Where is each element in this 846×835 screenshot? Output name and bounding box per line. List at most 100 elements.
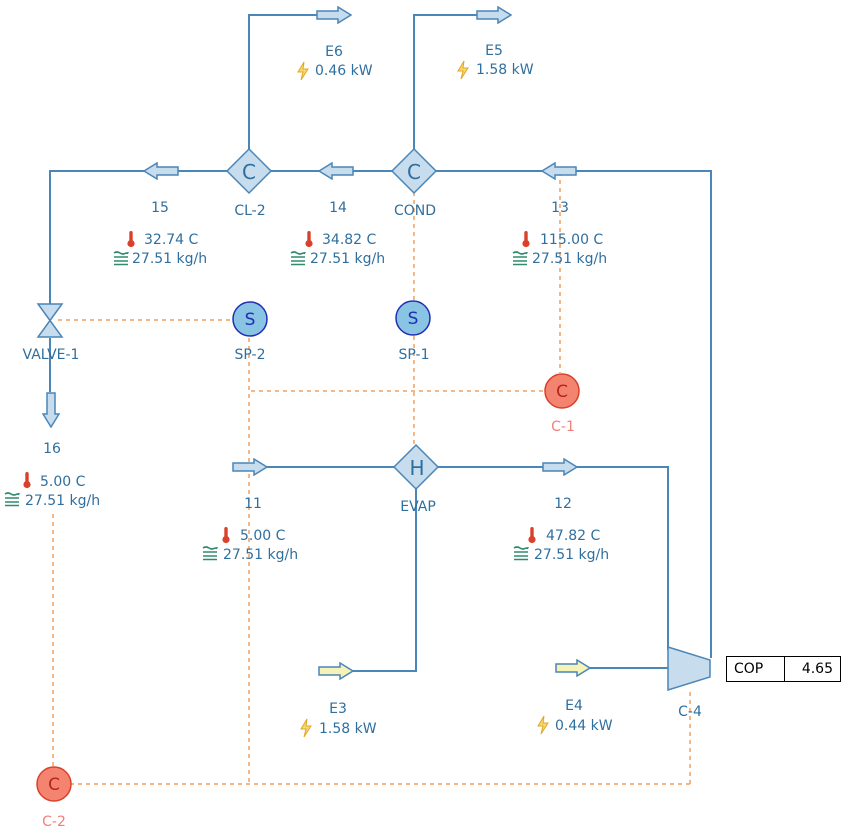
unit-label: VALVE-1 — [23, 347, 80, 363]
stream-mass-flow: 27.51 kg/h — [132, 251, 207, 267]
controller-c-1[interactable]: C C-1 — [544, 373, 580, 435]
unit-label: C-1 — [551, 419, 575, 435]
stream-temperature: 115.00 C — [540, 232, 603, 248]
cop-spreadsheet-table[interactable]: COP 4.65 — [726, 656, 841, 682]
thermometer-icon — [522, 231, 530, 248]
power-bolt-icon — [300, 718, 312, 738]
thermometer-icon — [222, 527, 230, 544]
unit-glyph: H — [409, 456, 424, 480]
splitter-shape — [395, 300, 431, 336]
stream-info-13[interactable]: 13 115.00 C 27.51 kg/h — [512, 200, 607, 267]
valve-shape — [36, 303, 64, 338]
power-bolt-icon — [537, 715, 549, 735]
energy-value: 0.46 kW — [315, 63, 373, 79]
stream-arrow-13 — [541, 162, 577, 180]
signal-lines — [52, 172, 691, 785]
unit-evap[interactable]: H EVAP — [392, 443, 440, 515]
stream-temperature: 34.82 C — [322, 232, 377, 248]
stream-arrow-15 — [143, 162, 179, 180]
energy-value: 1.58 kW — [476, 62, 534, 78]
power-bolt-icon — [297, 61, 309, 81]
unit-c-4[interactable]: C-4 — [667, 645, 711, 720]
stream-temperature: 5.00 C — [240, 528, 286, 544]
stream-info-11[interactable]: 11 5.00 C 27.51 kg/h — [202, 496, 298, 563]
stream-id: 12 — [554, 496, 572, 512]
stream-info-15[interactable]: 15 32.74 C 27.51 kg/h — [113, 200, 207, 267]
unit-valve-1[interactable]: VALVE-1 — [23, 303, 80, 363]
mass-flow-icon — [4, 492, 20, 507]
unit-glyph: S — [245, 310, 256, 330]
stream-id: 13 — [551, 200, 569, 216]
unit-label: C-4 — [678, 704, 702, 720]
stream-13-line — [436, 170, 712, 658]
thermometer-icon — [305, 231, 313, 248]
compressor-shape — [667, 645, 711, 692]
energy-arrow-e6 — [316, 6, 352, 24]
stream-id: 14 — [329, 200, 347, 216]
mass-flow-icon — [202, 546, 218, 561]
unit-sp-1[interactable]: S SP-1 — [395, 300, 431, 363]
stream-id: 11 — [244, 496, 262, 512]
cooler-shape — [225, 147, 273, 195]
stream-mass-flow: 27.51 kg/h — [223, 547, 298, 563]
stream-arrow-12 — [542, 458, 578, 476]
unit-label: CL-2 — [234, 203, 265, 219]
energy-value: 0.44 kW — [555, 718, 613, 734]
unit-glyph: C — [407, 160, 421, 184]
energy-info-e3[interactable]: E3 1.58 kW — [300, 701, 377, 738]
cop-label: COP — [727, 657, 785, 681]
energy-info-e4[interactable]: E4 0.44 kW — [537, 698, 613, 735]
controller-shape — [36, 766, 72, 802]
energy-arrow-e4 — [555, 659, 591, 677]
unit-cond[interactable]: C COND — [390, 147, 438, 219]
cop-value: 4.65 — [801, 661, 833, 677]
energy-value: 1.58 kW — [319, 721, 377, 737]
mass-flow-icon — [512, 251, 528, 266]
thermometer-icon — [127, 231, 135, 248]
unit-label: COND — [394, 203, 436, 219]
energy-info-e5[interactable]: E5 1.58 kW — [457, 43, 534, 80]
energy-info-e6[interactable]: E6 0.46 kW — [297, 44, 373, 81]
energy-arrow-e5 — [476, 6, 512, 24]
unit-cl-2[interactable]: C CL-2 — [225, 147, 273, 219]
controller-c-2[interactable]: C C-2 — [36, 766, 72, 830]
energy-id: E6 — [325, 44, 343, 60]
controller-shape — [544, 373, 580, 409]
unit-glyph: C — [48, 775, 60, 795]
energy-id: E3 — [329, 701, 347, 717]
stream-id: 15 — [151, 200, 169, 216]
evaporator-shape — [392, 443, 440, 491]
stream-lines — [49, 14, 712, 672]
stream-info-12[interactable]: 12 47.82 C 27.51 kg/h — [513, 496, 609, 563]
unit-label: SP-1 — [399, 347, 430, 363]
stream-info-16[interactable]: 16 5.00 C 27.51 kg/h — [4, 441, 100, 509]
unit-label: EVAP — [400, 499, 436, 515]
unit-sp-2[interactable]: S SP-2 — [232, 301, 268, 363]
stream-15-line — [49, 170, 227, 305]
unit-glyph: C — [242, 160, 256, 184]
thermometer-icon — [528, 527, 536, 544]
stream-mass-flow: 27.51 kg/h — [310, 251, 385, 267]
stream-info-14[interactable]: 14 34.82 C 27.51 kg/h — [290, 200, 385, 267]
stream-temperature: 47.82 C — [546, 528, 601, 544]
stream-mass-flow: 27.51 kg/h — [532, 251, 607, 267]
stream-mass-flow: 27.51 kg/h — [25, 493, 100, 509]
stream-arrow-11 — [232, 458, 268, 476]
splitter-shape — [232, 301, 268, 337]
stream-e3-line — [352, 488, 417, 672]
energy-id: E4 — [565, 698, 583, 714]
power-bolt-icon — [457, 60, 469, 80]
unit-glyph: C — [556, 382, 568, 402]
stream-mass-flow: 27.51 kg/h — [534, 547, 609, 563]
mass-flow-icon — [113, 251, 129, 266]
unit-label: C-2 — [42, 814, 66, 830]
thermometer-icon — [23, 472, 31, 489]
stream-e6-line — [248, 14, 318, 150]
stream-e5-line — [413, 14, 478, 150]
unit-glyph: S — [408, 309, 419, 329]
stream-id: 16 — [43, 441, 61, 457]
stream-temperature: 5.00 C — [40, 474, 86, 490]
energy-arrow-e3 — [318, 662, 354, 680]
stream-arrow-14 — [318, 162, 354, 180]
